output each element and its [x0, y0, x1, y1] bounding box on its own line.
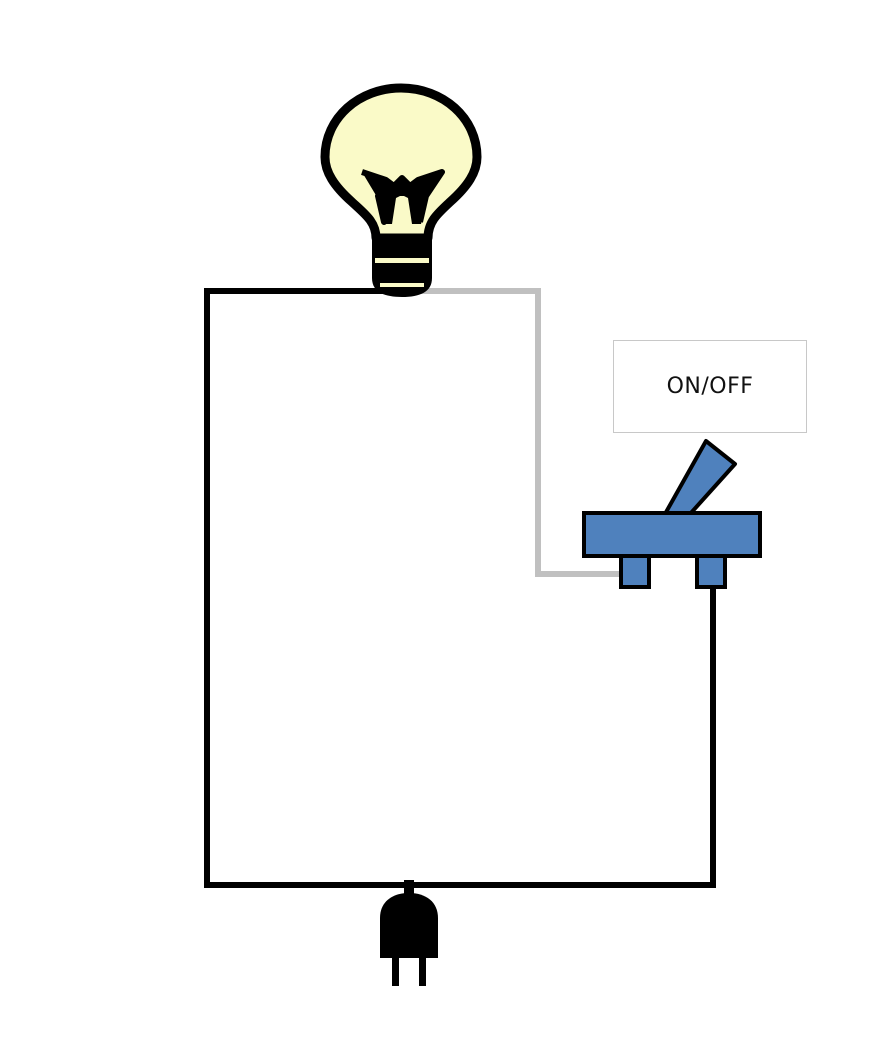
switch-label-box: ON/OFF: [613, 340, 807, 433]
bulb-filament-core: [362, 172, 442, 224]
switch-body: [582, 511, 762, 558]
bulb-glass: [320, 83, 482, 243]
plug-prong-left: [392, 956, 399, 986]
switch-lever: [663, 439, 737, 516]
plug-prong-right: [419, 956, 426, 986]
toggle-switch: [582, 439, 762, 589]
switch-label: ON/OFF: [666, 374, 754, 399]
wires: [204, 288, 716, 888]
plug-body: [380, 893, 438, 958]
bulb-base: [372, 236, 432, 297]
wire-main: [204, 288, 716, 888]
bulb-base-band: [380, 283, 424, 287]
switch-terminal-right: [695, 554, 727, 589]
power-plug-icon: [380, 880, 438, 986]
bulb-base-band: [375, 258, 429, 263]
switch-terminal-left: [619, 554, 651, 589]
light-bulb-icon: [320, 83, 482, 297]
wire-switched: [411, 288, 622, 577]
plug-cord: [404, 880, 414, 896]
